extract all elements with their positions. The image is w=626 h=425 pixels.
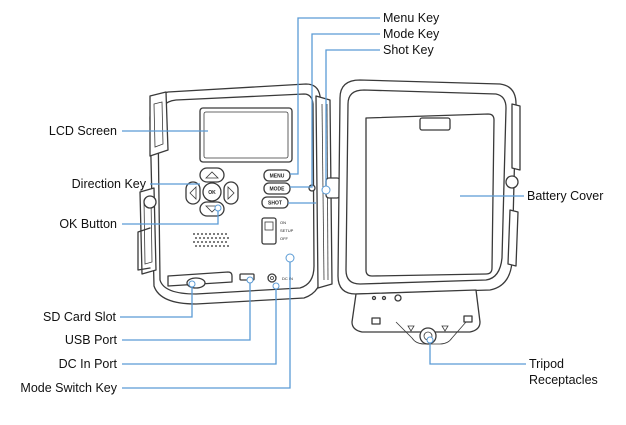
speaker-hole bbox=[203, 245, 205, 247]
label-shot-key: Shot Key bbox=[383, 43, 434, 57]
back-gasket bbox=[345, 89, 507, 285]
label-ok-button: OK Button bbox=[59, 217, 117, 231]
right-lug-bottom bbox=[507, 209, 519, 267]
speaker-hole bbox=[197, 233, 199, 235]
speaker-hole bbox=[193, 233, 195, 235]
speaker-hole bbox=[215, 245, 217, 247]
speaker-hole bbox=[207, 237, 209, 239]
speaker-hole bbox=[221, 241, 223, 243]
speaker-hole bbox=[225, 241, 227, 243]
tab-clip-right bbox=[463, 315, 473, 323]
lower-lug bbox=[137, 227, 151, 271]
speaker-hole bbox=[201, 241, 203, 243]
speaker-hole bbox=[199, 245, 201, 247]
speaker-hole bbox=[205, 233, 207, 235]
speaker-hole bbox=[217, 233, 219, 235]
speaker-hole bbox=[219, 237, 221, 239]
mode-key-marking: MODE bbox=[270, 187, 286, 193]
shot-key-marking: SHOT bbox=[268, 201, 282, 207]
callout-labels: Menu Key Mode Key Shot Key LCD Screen Di… bbox=[20, 11, 603, 395]
label-mode-switch-key: Mode Switch Key bbox=[20, 381, 117, 395]
direction-up-key bbox=[199, 167, 225, 183]
speaker-hole bbox=[205, 241, 207, 243]
right-lug-top bbox=[511, 103, 521, 171]
arrow-up-icon bbox=[205, 171, 219, 179]
switch-on-marking: ON bbox=[280, 220, 286, 225]
leader-lines bbox=[120, 17, 526, 389]
mode-key bbox=[263, 182, 291, 195]
label-battery-cover: Battery Cover bbox=[527, 189, 603, 203]
label-direction-key: Direction Key bbox=[72, 177, 147, 191]
leader-dots bbox=[188, 185, 434, 344]
lcd-screen-inner bbox=[203, 111, 289, 159]
back-cover bbox=[337, 79, 521, 345]
tab-clip-left bbox=[371, 317, 381, 325]
label-dc-in-port: DC In Port bbox=[59, 357, 118, 371]
menu-key-marking: MENU bbox=[270, 174, 285, 180]
ok-button-marking: OK bbox=[208, 190, 216, 196]
speaker-hole bbox=[197, 241, 199, 243]
dc-in-port bbox=[267, 273, 277, 283]
label-menu-key: Menu Key bbox=[383, 11, 440, 25]
speaker-hole bbox=[223, 237, 225, 239]
speaker-hole bbox=[199, 237, 201, 239]
switch-off-marking: OFF bbox=[280, 236, 289, 241]
tripod-mount-base bbox=[395, 321, 467, 345]
cover-screw bbox=[394, 294, 402, 302]
strap-bracket-top bbox=[149, 91, 169, 157]
strap-loop bbox=[143, 195, 157, 209]
dc-in-marking: DC IN bbox=[282, 276, 293, 281]
label-mode-key: Mode Key bbox=[383, 27, 440, 41]
right-strap-loop bbox=[505, 175, 519, 189]
speaker-hole bbox=[209, 233, 211, 235]
speaker-hole bbox=[193, 241, 195, 243]
speaker-hole bbox=[195, 245, 197, 247]
arrow-left-icon bbox=[189, 186, 197, 200]
speaker-hole bbox=[195, 237, 197, 239]
tripod-tab bbox=[351, 289, 481, 333]
arrow-right-icon bbox=[227, 186, 235, 200]
speaker-hole bbox=[201, 233, 203, 235]
speaker-hole bbox=[211, 237, 213, 239]
lcd-screen bbox=[199, 107, 293, 163]
speaker-hole bbox=[217, 241, 219, 243]
speaker-hole bbox=[223, 245, 225, 247]
switch-setup-marking: SETUP bbox=[280, 228, 294, 233]
direction-pad: OK bbox=[185, 167, 239, 217]
speaker-hole bbox=[211, 245, 213, 247]
mode-switch bbox=[261, 217, 277, 245]
speaker-hole bbox=[213, 233, 215, 235]
speaker-hole bbox=[213, 241, 215, 243]
direction-right-key bbox=[223, 181, 239, 205]
speaker-hole bbox=[209, 241, 211, 243]
menu-key bbox=[263, 169, 291, 182]
speaker-hole bbox=[225, 233, 227, 235]
speaker-hole bbox=[227, 237, 229, 239]
speaker-hole bbox=[207, 245, 209, 247]
speaker-hole bbox=[227, 245, 229, 247]
label-sd-card-slot: SD Card Slot bbox=[43, 310, 116, 324]
direction-left-key bbox=[185, 181, 201, 205]
label-tripod-receptacles-line2: Receptacles bbox=[529, 373, 598, 387]
dc-in-port-pin bbox=[270, 276, 274, 280]
speaker-hole bbox=[221, 233, 223, 235]
strap-slot-top bbox=[153, 101, 164, 148]
speaker-hole bbox=[215, 237, 217, 239]
speaker-grille bbox=[193, 233, 229, 247]
speaker-hole bbox=[203, 237, 205, 239]
mode-switch-knob bbox=[264, 221, 274, 231]
speaker-hole bbox=[219, 245, 221, 247]
label-usb-port: USB Port bbox=[65, 333, 118, 347]
battery-cover bbox=[365, 113, 495, 277]
label-tripod-receptacles-line1: Tripod bbox=[529, 357, 564, 371]
ok-button bbox=[202, 182, 222, 202]
label-lcd-screen: LCD Screen bbox=[49, 124, 117, 138]
front-panel: OK MENU MODE SHOT ON SETUP OFF DC IN bbox=[137, 83, 323, 305]
battery-cover-latch bbox=[419, 117, 451, 131]
